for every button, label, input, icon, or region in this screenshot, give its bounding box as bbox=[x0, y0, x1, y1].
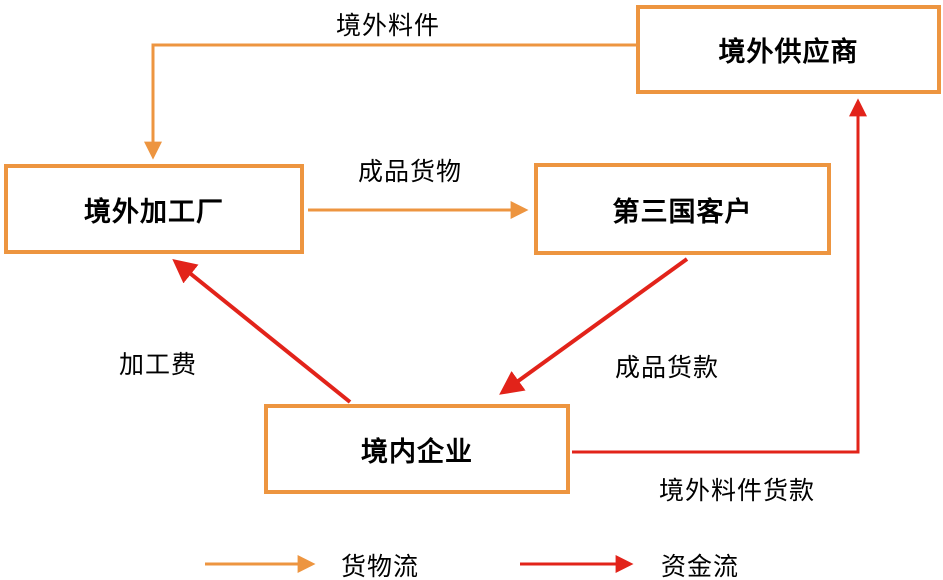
arrow-finished-goods-payment bbox=[499, 257, 689, 395]
node-label-domestic-enterprise: 境内企业 bbox=[361, 436, 473, 467]
edge-label-overseas-materials-payment: 境外料件货款 bbox=[658, 477, 816, 505]
arrow-overseas-materials-payment bbox=[572, 98, 867, 454]
edge-label-overseas-materials: 境外料件 bbox=[335, 12, 441, 40]
node-label-overseas-supplier: 境外供应商 bbox=[718, 37, 859, 67]
legend-label-goods-flow: 货物流 bbox=[340, 553, 420, 580]
edge-label-finished-goods: 成品货物 bbox=[357, 158, 463, 186]
legend-label-funds-flow: 资金流 bbox=[660, 553, 740, 580]
arrow-processing-fee bbox=[172, 258, 352, 404]
node-third-country-customer: 第三国客户 bbox=[534, 163, 831, 255]
edge-label-finished-goods-payment: 成品货款 bbox=[614, 354, 720, 382]
arrow-overseas-materials bbox=[144, 43, 637, 160]
node-overseas-supplier: 境外供应商 bbox=[636, 5, 941, 94]
node-label-third-country-customer: 第三国客户 bbox=[612, 196, 753, 227]
node-domestic-enterprise: 境内企业 bbox=[264, 404, 570, 494]
node-label-overseas-factory: 境外加工厂 bbox=[84, 196, 224, 227]
node-overseas-factory: 境外加工厂 bbox=[4, 164, 304, 254]
edge-label-processing-fee: 加工费 bbox=[118, 351, 198, 379]
